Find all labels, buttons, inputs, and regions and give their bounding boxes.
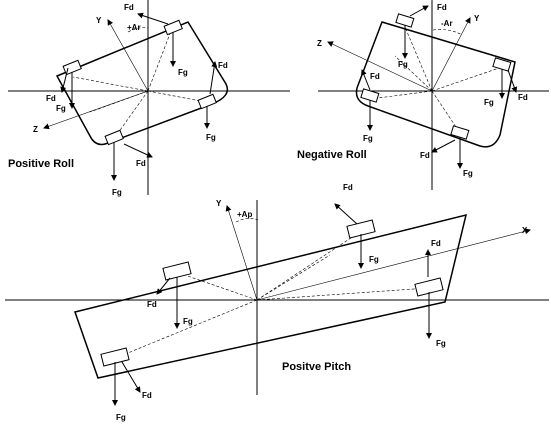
fg-label: Fg <box>463 169 473 178</box>
fg-label: Fg <box>398 60 408 69</box>
thruster <box>360 88 380 103</box>
y-axis <box>431 17 471 92</box>
minus-ar-label: -Ar <box>441 19 453 28</box>
caption-positive-pitch: Positve Pitch <box>282 361 351 373</box>
z-axis-label: Z <box>33 125 38 134</box>
caption-positive-roll: Positive Roll <box>8 158 74 170</box>
thruster <box>414 277 444 297</box>
plus-ap-label: +Ap <box>237 210 252 219</box>
y-axis-label: Y <box>96 16 102 25</box>
fd-label: Fd <box>343 183 353 192</box>
vessel-hull <box>55 21 229 146</box>
y-axis-label: Y <box>216 199 222 208</box>
positive-roll-diagram: Fd Y +Ar Fg Fd Fd Fg Z Fg Fd Fg Positive… <box>8 0 290 197</box>
y-axis-label: Y <box>474 14 480 23</box>
force-arrows <box>361 5 518 169</box>
fg-label: Fg <box>206 133 216 142</box>
x-axis <box>256 228 531 301</box>
thruster <box>197 93 217 110</box>
fd-label: Fd <box>142 391 152 400</box>
thruster <box>450 125 470 140</box>
fg-label: Fg <box>436 339 446 348</box>
positive-pitch-diagram: Y +Ap Fd X Fd Fg Fd Fg Fg Fd Fg Positve … <box>5 183 549 422</box>
thruster <box>163 19 183 36</box>
thruster <box>346 219 376 239</box>
fd-label: Fd <box>147 300 157 309</box>
z-axis-label: Z <box>317 39 322 48</box>
thruster <box>162 261 192 281</box>
fg-label: Fg <box>56 104 66 113</box>
x-axis-label: X <box>522 226 528 235</box>
fg-label: Fg <box>183 317 193 326</box>
force-arrows <box>112 203 432 406</box>
fd-label: Fd <box>420 151 430 160</box>
fg-label: Fg <box>116 413 126 422</box>
y-axis <box>107 19 149 92</box>
fg-label: Fg <box>369 255 379 264</box>
fg-label: Fg <box>112 188 122 197</box>
fd-label: Fd <box>218 61 228 70</box>
thruster <box>395 13 415 28</box>
fd-label: Fd <box>136 159 146 168</box>
negative-roll-diagram: Fd -Ar Y Z Fg Fd Fg Fd Fg Fd Fg Negative… <box>297 0 549 190</box>
fd-label: Fd <box>437 3 447 12</box>
fd-label: Fd <box>124 3 134 12</box>
dashed-lines <box>369 26 503 134</box>
fd-label: Fd <box>518 93 528 102</box>
fg-label: Fg <box>178 68 188 77</box>
z-axis <box>43 90 149 130</box>
dashed-lines <box>72 27 207 141</box>
fg-label: Fg <box>484 98 494 107</box>
vessel-hull <box>355 21 516 148</box>
fd-label: Fd <box>46 94 56 103</box>
caption-negative-roll: Negative Roll <box>297 149 367 161</box>
fd-label: Fd <box>431 239 441 248</box>
y-axis <box>225 205 258 301</box>
thruster <box>492 57 512 72</box>
thruster <box>100 347 130 367</box>
dashed-lines <box>117 218 429 358</box>
force-arrows <box>60 12 218 181</box>
z-axis <box>327 41 433 92</box>
thruster <box>104 129 124 146</box>
vessel-hull <box>74 213 468 379</box>
fd-label: Fd <box>370 72 380 81</box>
fg-label: Fg <box>363 134 373 143</box>
plus-ar-label: +Ar <box>127 23 141 32</box>
